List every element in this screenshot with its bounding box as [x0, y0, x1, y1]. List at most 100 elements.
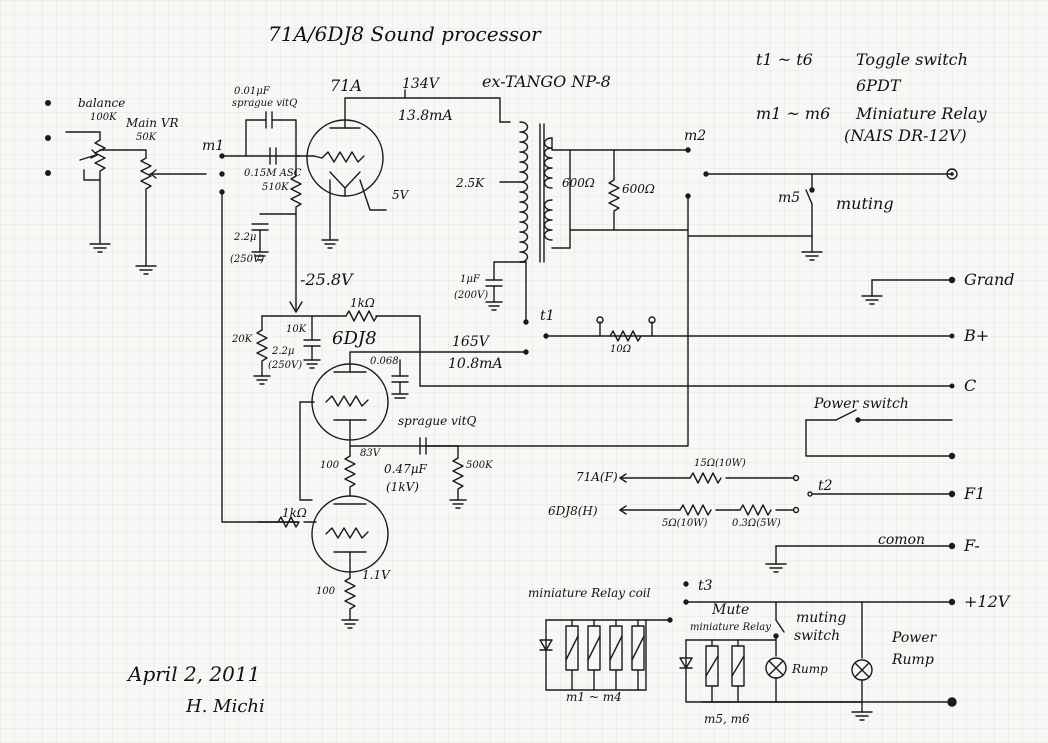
label-res-100-a: 100: [320, 460, 340, 471]
label-tube-6dj8: 6DJ8: [332, 328, 377, 349]
label-res-1k-grid: 1kΩ: [282, 506, 307, 520]
label-terminal-grand: Grand: [964, 270, 1015, 289]
muting-switch-and-lamp: [765, 601, 787, 703]
ground-main-vr: [135, 261, 157, 275]
label-res-5ohm: 5Ω(10W): [662, 518, 708, 529]
label-toggle-t2: t2: [818, 478, 833, 494]
label-imp-600-a: 600Ω: [562, 176, 595, 190]
label-main-vr: Main VR: [126, 116, 179, 130]
label-voltage-1-1v: 1.1V: [362, 568, 390, 582]
relay-m2-contact: [419, 147, 953, 447]
tube-71a: [306, 89, 406, 241]
label-sprague-2: sprague vitQ: [398, 414, 477, 428]
label-cap-0068: 0.068: [370, 356, 399, 367]
power-lamp: [851, 601, 873, 721]
label-cap-047: 0.47μF: [384, 462, 427, 476]
label-comon: comon: [878, 532, 925, 548]
tube-6dj8-upper: [299, 351, 421, 501]
label-mute-relay-1: Mute: [712, 602, 750, 618]
label-cap-1uf-voltage: (200V): [454, 290, 489, 301]
label-power-rump-1: Power: [892, 630, 937, 646]
relay-coils-m1-m4: [539, 619, 671, 691]
label-sprague-1: sprague vitQ: [232, 98, 298, 109]
cap-0068: [391, 359, 409, 399]
label-date: April 2, 2011: [128, 662, 261, 686]
label-cap-22-mid-voltage: (250V): [268, 360, 303, 371]
tube-6dj8-lower: [257, 495, 389, 629]
legend-toggle-type: 6PDT: [856, 76, 901, 95]
label-rump: Rump: [792, 662, 828, 676]
label-imp-2-5k: 2.5K: [456, 176, 485, 190]
label-bias-voltage: -25.8V: [300, 270, 353, 289]
coupling-cap-047: [349, 437, 467, 509]
filament-6dj8: [619, 504, 800, 516]
label-m2: m2: [684, 128, 707, 144]
schematic-title: 71A/6DJ8 Sound processor: [268, 22, 541, 46]
label-balance-value: 100K: [90, 112, 117, 123]
label-cap-22-mid: 2.2μ: [272, 346, 295, 357]
label-relay-coil: miniature Relay coil: [528, 586, 651, 600]
label-toggle-t1: t1: [540, 308, 555, 324]
label-muting-switch-1: muting: [796, 610, 847, 626]
label-power-switch: Power switch: [814, 396, 909, 412]
grid-input-network: [245, 111, 315, 301]
label-terminal-fminus: F-: [964, 536, 980, 555]
label-author: H. Michi: [186, 696, 265, 717]
label-res-20k: 20K: [232, 334, 253, 345]
label-res-10k: 10K: [286, 324, 307, 335]
common-ground: [765, 542, 956, 573]
label-filament-71a: 71A(F): [576, 470, 618, 484]
mute-relay-m5-m6: [679, 639, 863, 703]
toggle-t2: [807, 490, 956, 498]
legend-toggle-desc: Toggle switch: [856, 50, 968, 69]
bplus-jack: [949, 333, 955, 389]
ground-71a: [321, 239, 339, 249]
legend-relay-part: (NAIS DR-12V): [844, 126, 967, 145]
label-res-500k: 500K: [466, 460, 493, 471]
label-muting-switch-2: switch: [794, 628, 841, 644]
label-toggle-t3: t3: [698, 578, 713, 594]
label-voltage-134v: 134V: [402, 76, 439, 92]
filament-71a: [619, 472, 800, 484]
legend-toggle-ids: t1 ~ t6: [756, 50, 813, 69]
muting-switch-m5: [687, 173, 823, 261]
label-m1-m4: m1 ~ m4: [566, 690, 622, 704]
balance-pot: [65, 131, 106, 241]
label-cap-1uf: 1μF: [460, 274, 480, 285]
ground-balance: [89, 239, 111, 253]
label-mute-relay-2: miniature Relay: [690, 622, 771, 633]
toggle-t1-and-10ohm: [419, 316, 953, 387]
label-terminal-c: C: [964, 376, 977, 395]
label-voltage-83v: 83V: [360, 448, 380, 459]
label-res-100-b: 100: [316, 586, 336, 597]
label-res-15ohm: 15Ω(10W): [694, 458, 746, 469]
legend-relay-desc: Miniature Relay: [856, 104, 987, 123]
label-res-03ohm: 0.3Ω(5W): [732, 518, 781, 529]
label-cap-001: 0.01μF: [234, 86, 270, 97]
label-res-10ohm: 10Ω: [610, 344, 632, 355]
legend-relay-ids: m1 ~ m6: [756, 104, 831, 123]
cap-1uf: [485, 261, 527, 311]
label-power-rump-2: Rump: [892, 652, 934, 668]
grand-ground: [861, 276, 956, 305]
label-imp-600-b: 600Ω: [622, 182, 655, 196]
label-current-10-8ma: 10.8mA: [448, 356, 503, 372]
label-res-510k: 510K: [262, 182, 289, 193]
label-m5: m5: [778, 190, 801, 206]
label-main-vr-value: 50K: [136, 132, 157, 143]
label-cap-047-voltage: (1kV): [386, 480, 419, 494]
label-tube-71a: 71A: [330, 76, 362, 95]
label-res-015m: 0.15M ASC: [244, 168, 302, 179]
label-filament-5v: 5V: [392, 188, 409, 202]
label-res-1k-top: 1kΩ: [350, 296, 375, 310]
power-switch: [805, 409, 956, 460]
ground-cap-top: [251, 251, 269, 261]
label-current-13-8ma: 13.8mA: [398, 108, 453, 124]
label-transformer: ex-TANGO NP-8: [482, 72, 611, 91]
main-volume-pot: [99, 149, 187, 263]
bias-network: [253, 299, 421, 387]
label-voltage-165v: 165V: [452, 334, 489, 350]
